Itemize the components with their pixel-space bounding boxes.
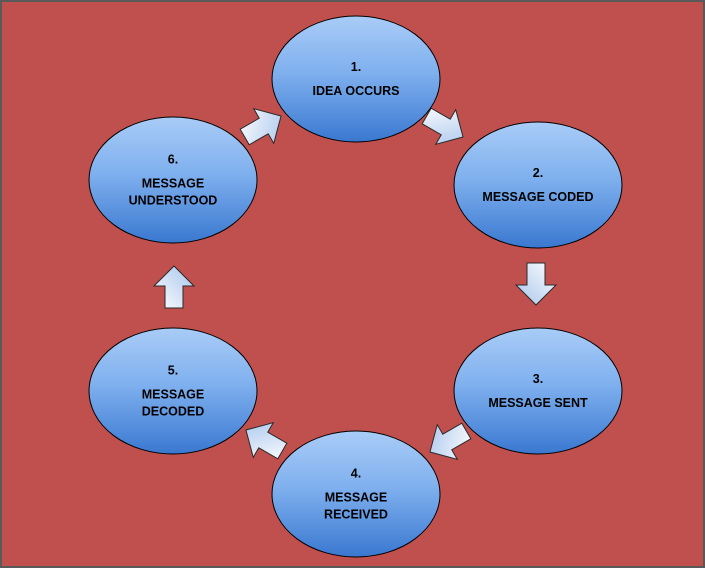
node-6-ellipse (88, 116, 258, 244)
node-1-label-line: IDEA OCCURS (312, 84, 399, 98)
node-6: 6. MESSAGE UNDERSTOOD (88, 116, 258, 244)
node-5-number: 5. (168, 364, 178, 378)
node-5-label-line: MESSAGE (142, 388, 205, 402)
arrow-2-to-3 (514, 262, 558, 306)
node-4-label-line: MESSAGE (325, 491, 388, 505)
node-1: 1. IDEA OCCURS (271, 15, 441, 143)
node-6-label-line: MESSAGE (142, 177, 205, 191)
node-6-number: 6. (168, 153, 178, 167)
node-4-label-line: RECEIVED (324, 508, 388, 522)
node-1-ellipse (271, 15, 441, 143)
node-5-label-line: DECODED (142, 405, 205, 419)
node-2-ellipse (453, 121, 623, 249)
arrow-5-to-6 (152, 265, 196, 309)
node-2-number: 2. (533, 166, 543, 180)
nodes-layer: 1. IDEA OCCURS 2. MESSAGE CODED 3. MESSAGE SE… (88, 15, 623, 558)
node-2: 2. MESSAGE CODED (453, 121, 623, 249)
node-2-label-line: MESSAGE CODED (482, 190, 593, 204)
node-5-ellipse (88, 327, 258, 455)
arrow-1-to-2 (421, 107, 464, 146)
node-3: 3. MESSAGE SENT (453, 327, 623, 455)
node-5: 5. MESSAGE DECODED (88, 327, 258, 455)
node-1-number: 1. (351, 60, 361, 74)
node-4: 4. MESSAGE RECEIVED (271, 430, 441, 558)
node-4-number: 4. (351, 467, 361, 481)
node-3-label-line: MESSAGE SENT (488, 396, 588, 410)
arrows-layer (152, 107, 558, 461)
node-4-ellipse (271, 430, 441, 558)
arrow-3-to-4 (429, 422, 472, 461)
node-6-label-line: UNDERSTOOD (129, 194, 218, 208)
arrow-4-to-5 (245, 421, 288, 460)
arrow-6-to-1 (239, 107, 282, 146)
node-3-number: 3. (533, 372, 543, 386)
node-3-ellipse (453, 327, 623, 455)
